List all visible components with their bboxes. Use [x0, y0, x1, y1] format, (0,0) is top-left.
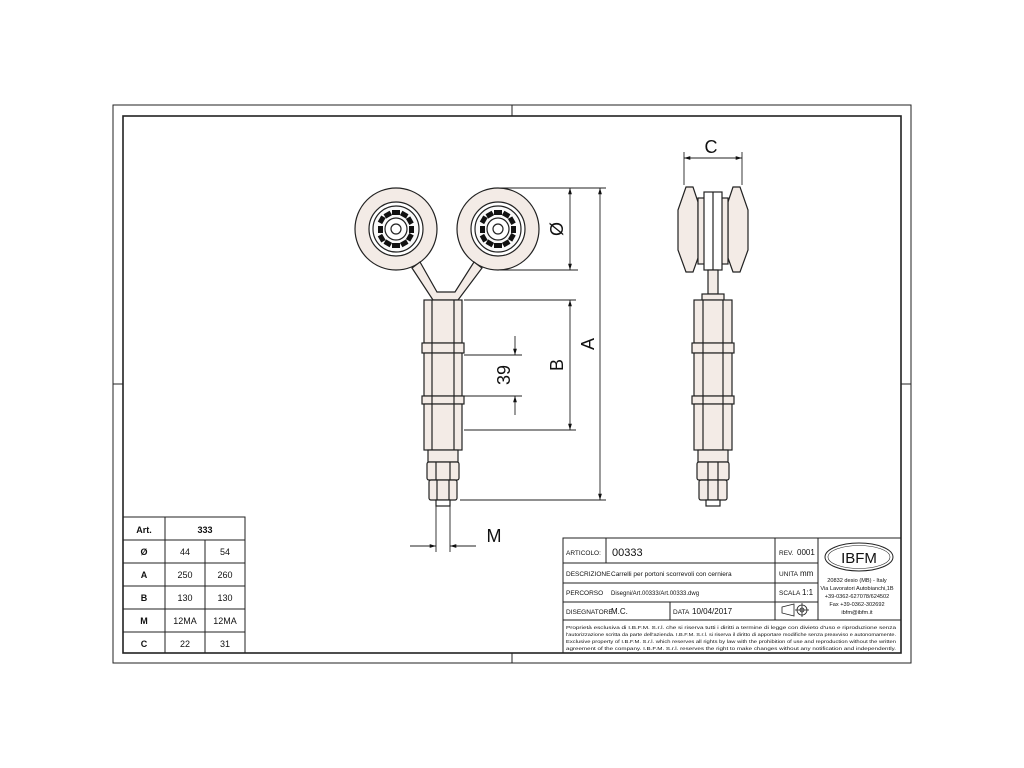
nut-assembly: [426, 461, 460, 507]
articolo-value: 00333: [612, 547, 643, 559]
side-nut-assembly: [696, 461, 730, 507]
table-row: M 12MA 12MA: [140, 616, 237, 626]
table-cell: 54: [220, 547, 230, 557]
disclaimer-line: l'autorizzazione scritta da parte dell'a…: [566, 632, 896, 638]
company-line: Fax +39-0362-302692: [829, 602, 884, 608]
side-wheel-right: [727, 186, 749, 273]
disclaimer-line: Proprietà esclusiva di I.B.F.M. S.r.l. c…: [566, 625, 896, 631]
drawing-frame: [112, 104, 912, 664]
yoke-bracket: [411, 261, 483, 301]
descrizione-label: DESCRIZIONE: [566, 571, 611, 578]
table-row: Ø 44 54: [140, 547, 230, 557]
table-cell: 130: [217, 593, 232, 603]
table-cell: 22: [180, 639, 190, 649]
table-row: A 250 260: [141, 570, 233, 580]
rev-label: REV.: [779, 550, 794, 557]
dim-label-M: M: [487, 526, 502, 546]
disclaimer-line: agreement of the company. I.B.F.M. S.r.l…: [566, 646, 896, 652]
dimension-lines: [410, 152, 743, 552]
dimension-labels: C Ø A B 39 M: [487, 137, 718, 546]
front-view-trolley: [354, 187, 540, 507]
table-row-label: M: [140, 616, 148, 626]
shaft-body: [421, 299, 465, 463]
right-wheel: [456, 187, 540, 271]
percorso-label: PERCORSO: [566, 590, 603, 597]
scala-value: 1:1: [802, 588, 814, 597]
company-line: Via Lavoratori Autobianchi,1B: [820, 586, 894, 592]
descrizione-value: Carrelli per portoni scorrevoli con cern…: [611, 571, 732, 578]
right-wheel-bearing-balls: [479, 210, 516, 248]
table-cell: 12MA: [173, 616, 197, 626]
table-header-label: Art.: [136, 525, 152, 535]
scala-label: SCALA: [779, 590, 801, 597]
unita-value: mm: [800, 569, 814, 578]
ibfm-logo: IBFM: [824, 542, 894, 572]
table-cell: 260: [217, 570, 232, 580]
title-block: ARTICOLO: 00333 REV. 0001 DESCRIZIONE Ca…: [562, 537, 902, 654]
side-view-trolley: [677, 186, 749, 507]
articolo-label: ARTICOLO:: [566, 550, 601, 557]
dim-label-C: C: [705, 137, 718, 157]
table-cell: 130: [177, 593, 192, 603]
table-row-label: C: [141, 639, 148, 649]
projection-symbol-icon: [781, 603, 809, 617]
table-header-value: 333: [197, 525, 212, 535]
rev-value: 0001: [797, 548, 815, 557]
unita-label: UNITA: [779, 571, 799, 578]
disegnatore-value: M.C.: [611, 607, 628, 616]
side-stem: [707, 269, 719, 295]
table-row-label: Ø: [140, 547, 147, 557]
company-line: ibfm@ibfm.it: [841, 610, 873, 616]
table-row-label: B: [141, 593, 148, 603]
side-wheel-left: [677, 186, 699, 273]
dim-label-A: A: [578, 338, 598, 350]
data-label: DATA: [673, 609, 690, 616]
dim-label-B: B: [547, 359, 567, 371]
percorso-value: Disegni/Art.00333/Art.00333.dwg: [611, 591, 699, 597]
table-row: C 22 31: [141, 639, 230, 649]
company-address: 20832 desio (MB) - Italy Via Lavoratori …: [820, 578, 894, 616]
left-wheel-bearing-balls: [377, 210, 414, 248]
table-cell: 44: [180, 547, 190, 557]
table-cell: 31: [220, 639, 230, 649]
table-row-label: A: [141, 570, 148, 580]
company-line: 20832 desio (MB) - Italy: [827, 578, 887, 584]
side-shaft: [691, 299, 735, 463]
disclaimer: Proprietà esclusiva di I.B.F.M. S.r.l. c…: [566, 625, 896, 652]
dim-label-diameter: Ø: [547, 222, 567, 236]
logo-text: IBFM: [841, 550, 877, 567]
company-line: +39-0362-627078/624502: [825, 594, 890, 600]
article-table: Art. 333 Ø 44 54 A 250 260 B 130 130 M 1…: [122, 516, 246, 654]
dim-label-39: 39: [494, 365, 514, 385]
disclaimer-line: Exclusive property of I.B.F.M. S.r.l. wh…: [566, 639, 896, 645]
table-row: B 130 130: [141, 593, 233, 603]
table-cell: 250: [177, 570, 192, 580]
left-wheel: [354, 187, 438, 271]
disegnatore-label: DISEGNATORE: [566, 609, 613, 616]
table-cell: 12MA: [213, 616, 237, 626]
data-value: 10/04/2017: [692, 607, 733, 616]
